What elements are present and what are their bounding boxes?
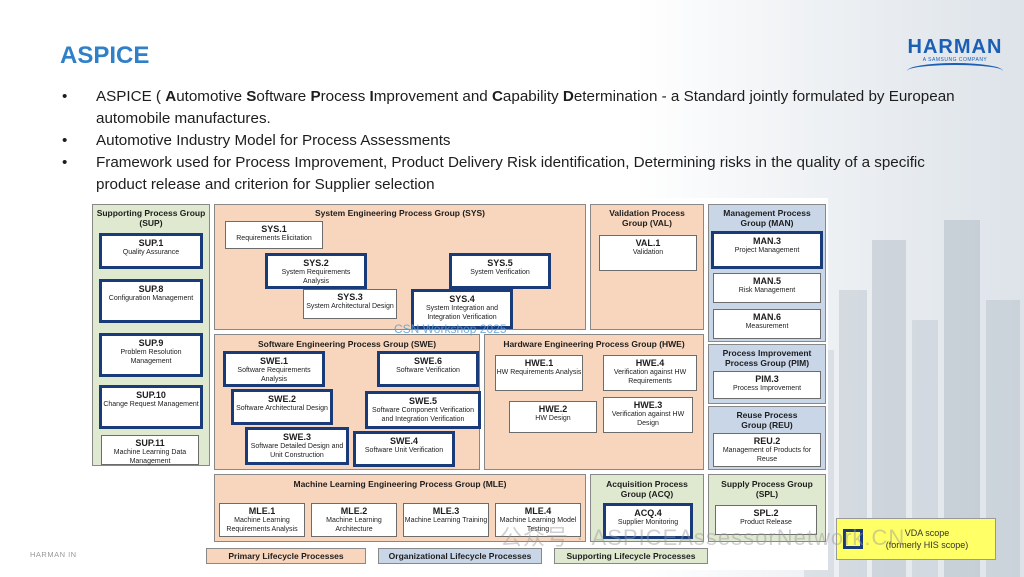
page-title: ASPICE <box>60 42 150 69</box>
group-title: Validation Process Group (VAL) <box>609 208 685 228</box>
group-title: System Engineering Process Group (SYS) <box>314 208 486 218</box>
watermark-workshop: CSN Workshop 2025 <box>394 322 507 336</box>
group-title: Software Engineering Process Group (SWE) <box>257 339 437 349</box>
footer-text: HARMAN IN <box>30 550 77 559</box>
group-title: Supply Process Group (SPL) <box>721 479 813 499</box>
legend-supporting: Supporting Lifecycle Processes <box>554 548 708 564</box>
vda-scope-text: VDA scope (formerly HIS scope) <box>885 528 969 550</box>
group-hwe: Hardware Engineering Process Group (HWE)… <box>484 334 704 470</box>
group-title: Supporting Process Group (SUP) <box>96 208 206 228</box>
group-title: Machine Learning Engineering Process Gro… <box>293 479 507 489</box>
group-mle: Machine Learning Engineering Process Gro… <box>214 474 586 542</box>
vda-scope-legend: VDA scope (formerly HIS scope) <box>836 518 996 560</box>
legend-organizational: Organizational Lifecycle Processes <box>378 548 542 564</box>
group-title: Acquisition Process Group (ACQ) <box>606 479 688 499</box>
logo-subtitle: A SAMSUNG COMPANY <box>922 57 988 63</box>
logo-arc-icon <box>907 63 1003 79</box>
bullet-list: ASPICE ( Automotive Software Process Imp… <box>62 86 972 196</box>
vda-scope-marker-icon <box>843 529 863 549</box>
watermark-network: 公众号 · ASPICEAssessorNetwork.CN <box>500 525 906 550</box>
group-swe: Software Engineering Process Group (SWE)… <box>214 334 481 470</box>
group-title: Process Improvement Process Group (PIM) <box>722 348 812 368</box>
bullet-item: Framework used for Process Improvement, … <box>62 152 972 196</box>
logo-name: HARMAN <box>907 36 1003 58</box>
group-title: Management Process Group (MAN) <box>723 208 811 228</box>
harman-logo: HARMAN A SAMSUNG COMPANY <box>900 36 1010 79</box>
skyline-background <box>804 220 1020 577</box>
group-pim: Process Improvement Process Group (PIM) … <box>708 344 826 404</box>
group-title: Hardware Engineering Process Group (HWE) <box>503 339 685 349</box>
group-sys: System Engineering Process Group (SYS) S… <box>214 204 586 330</box>
bullet-item: Automotive Industry Model for Process As… <box>62 130 972 152</box>
legend-primary: Primary Lifecycle Processes <box>206 548 366 564</box>
bullet-item: ASPICE ( Automotive Software Process Imp… <box>62 86 972 130</box>
group-title: Reuse Process Group (REU) <box>736 410 798 430</box>
